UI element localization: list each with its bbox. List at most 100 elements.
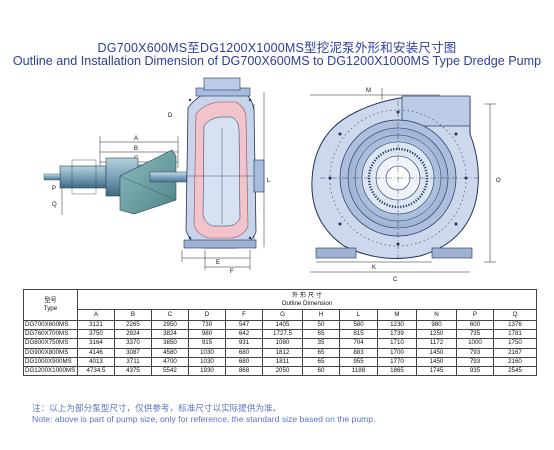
value-cell: 935 [456, 365, 494, 377]
value-cell: 1250 [416, 329, 457, 340]
table-row: DG760X700MS 3750 2924 3824 980 642 1727.… [23, 329, 537, 340]
value-cell: 3711 [114, 356, 152, 367]
value-cell: 1930 [188, 365, 226, 377]
value-cell: 580 [339, 319, 378, 331]
svg-text:O: O [496, 178, 501, 184]
value-cell: 1172 [416, 338, 457, 349]
value-cell: 915 [188, 338, 226, 349]
value-cell: 1188 [339, 365, 378, 377]
column-header: M [377, 309, 417, 321]
type-cell: DG1000X900MS [23, 356, 78, 367]
value-cell: 65 [302, 329, 340, 340]
value-cell: 1000 [456, 338, 494, 349]
value-cell: 1450 [416, 356, 457, 367]
value-cell: 1700 [377, 347, 417, 358]
type-cell: DG760X700MS [23, 329, 78, 340]
value-cell: 60 [302, 365, 340, 377]
svg-text:F: F [230, 269, 234, 275]
value-cell: 4700 [151, 356, 189, 367]
value-cell: 1770 [377, 356, 417, 367]
chinese-title: DG700X600MS至DG1200X1000MS型挖泥泵外形和安装尺寸图 [97, 41, 457, 55]
value-cell: 600 [456, 319, 494, 331]
value-cell: 931 [225, 338, 263, 349]
pump-outline-drawing: A B C H L E F P Q D G [43, 77, 501, 283]
svg-text:C: C [393, 277, 398, 283]
value-cell: 955 [339, 356, 378, 367]
svg-text:K: K [372, 265, 376, 271]
svg-text:E: E [216, 260, 220, 266]
value-cell: 4013 [77, 356, 115, 367]
svg-text:B: B [134, 146, 138, 152]
value-cell: 1030 [188, 347, 226, 358]
value-cell: 4734.5 [77, 365, 115, 377]
value-cell: 3750 [77, 329, 115, 340]
value-cell: 793 [456, 347, 494, 358]
value-cell: 735 [456, 329, 494, 340]
value-cell: 1230 [377, 319, 417, 331]
value-cell: 883 [339, 347, 378, 358]
value-cell: 1865 [377, 365, 417, 377]
value-cell: 3121 [77, 319, 115, 331]
outline-dimension-header: 外 形 尺 寸 Outline Dimension [77, 288, 537, 311]
dim-header-cn: 外 形 尺 寸 [292, 291, 322, 299]
table-row: DG800X750MS 3164 3370 3850 915 931 1080 … [23, 338, 537, 349]
value-cell: 65 [302, 347, 340, 358]
side-view: A B C H L E F P Q D G [43, 77, 271, 275]
dim-header-en: Outline Dimension [281, 299, 333, 307]
type-cell: DG700X600MS [23, 319, 78, 331]
column-header: P [456, 309, 494, 321]
value-cell: 3164 [77, 338, 115, 349]
value-cell: 4375 [114, 365, 152, 377]
value-cell: 1376 [493, 319, 537, 331]
column-header: L [339, 309, 378, 321]
value-cell: 1405 [262, 319, 303, 331]
column-header: B [114, 309, 152, 321]
value-cell: 2545 [493, 365, 537, 377]
value-cell: 1710 [377, 338, 417, 349]
value-cell: 1745 [416, 365, 457, 377]
column-header: N [416, 309, 457, 321]
type-header-cn: 型号 [44, 297, 57, 304]
value-cell: 3370 [114, 338, 152, 349]
svg-text:D: D [168, 113, 173, 119]
value-cell: 980 [416, 319, 457, 331]
table-row: DG900X800MS 4146 3087 4580 1030 680 1812… [23, 347, 537, 358]
svg-text:L: L [267, 178, 271, 184]
column-header: D [188, 309, 226, 321]
value-cell: 815 [339, 329, 378, 340]
dimension-table: 型号 Type 外 形 尺 寸 Outline Dimension A B C … [23, 288, 537, 377]
note-chinese: 注：以上为部分泵型尺寸，仅供参考，标准尺寸以实际提供为准。 [32, 403, 282, 413]
type-cell: DG1200X1000MS [23, 365, 78, 377]
value-cell: 680 [225, 356, 263, 367]
value-cell: 680 [225, 347, 263, 358]
column-header: H [302, 309, 340, 321]
value-cell: 2950 [151, 319, 189, 331]
svg-text:Q: Q [52, 202, 57, 208]
value-cell: 2167 [493, 347, 537, 358]
value-cell: 4146 [77, 347, 115, 358]
value-cell: 1030 [188, 356, 226, 367]
value-cell: 642 [225, 329, 263, 340]
value-cell: 868 [225, 365, 263, 377]
value-cell: 704 [339, 338, 378, 349]
column-header: C [151, 309, 189, 321]
value-cell: 4580 [151, 347, 189, 358]
value-cell: 1812 [262, 347, 303, 358]
column-header: A [77, 309, 115, 321]
column-header: F [225, 309, 263, 321]
value-cell: 547 [225, 319, 263, 331]
type-cell: DG800X750MS [23, 338, 78, 349]
value-cell: 5542 [151, 365, 189, 377]
svg-text:M: M [366, 88, 371, 94]
value-cell: 3850 [151, 338, 189, 349]
value-cell: 730 [188, 319, 226, 331]
column-header: G [262, 309, 303, 321]
type-header: 型号 Type [23, 289, 78, 321]
value-cell: 3824 [151, 329, 189, 340]
english-title: Outline and Installation Dimension of DG… [12, 54, 542, 68]
value-cell: 2050 [262, 365, 303, 377]
value-cell: 1781 [493, 329, 537, 340]
svg-text:P: P [52, 186, 56, 192]
value-cell: 793 [456, 356, 494, 367]
value-cell: 1739 [377, 329, 417, 340]
